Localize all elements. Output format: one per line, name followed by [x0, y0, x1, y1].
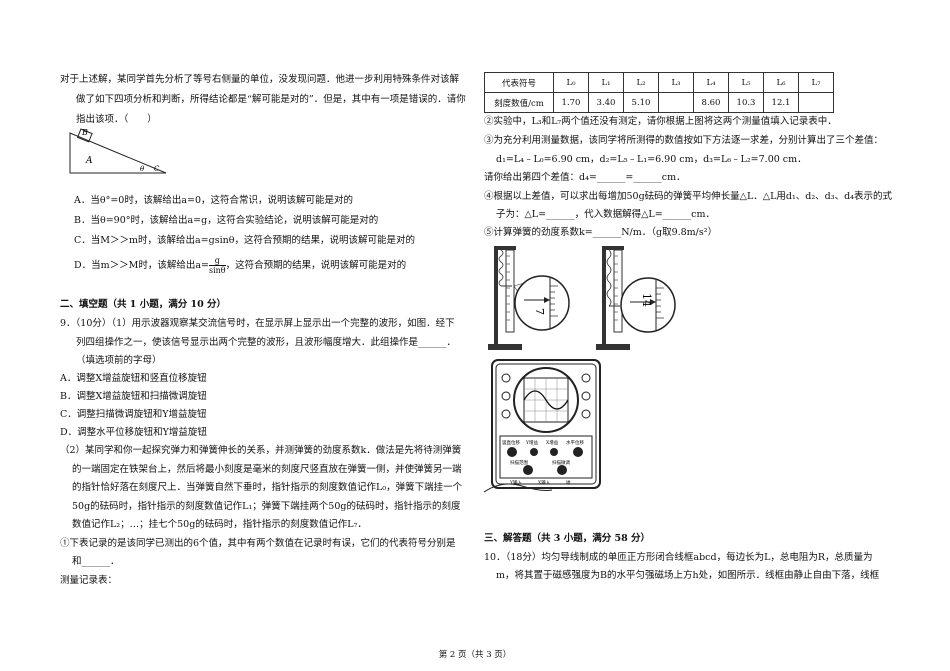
intro-line-3: 指出该项．（ ） [76, 114, 157, 125]
q10-line-1: 10．（18分）均匀导线制成的单匝正方形闭合线框abcd，每边长为L，总电阻为R… [484, 552, 873, 563]
q9-part2-line-7: 和______． [72, 556, 120, 567]
scale-reading-right: 14 [640, 293, 653, 307]
q9-part2-line-4: 50g的砝码时，指针指示的刻度数值记作L₁；弹簧下端挂两个50g的砝码时，指针指… [72, 501, 461, 512]
q9-line-3: （填选项前的字母） [76, 355, 162, 366]
q9-option-c: C．调整扫描微调旋钮和Y增益旋钮 [60, 409, 207, 420]
osc-label-vertical-position: 竖直位移 [502, 439, 520, 446]
q10-line-2: m，将其置于磁感强度为B的水平匀强磁场上方h处，如图所示．线框由静止自由下落，线… [496, 570, 880, 581]
q9-line-2: 列四组操作之一，使该信号显示出两个完整的波形，且波形幅度增大．此组操作是____… [76, 337, 457, 348]
table-cell: L₄ [693, 72, 729, 93]
q9-part2-line-5: 数值记作L₂；…；挂七个50g的砝码时，指针指示的刻度数值记作L₇． [72, 519, 367, 530]
right-line-3: d₁=L₄﹣L₀=6.90 cm，d₂=L₅﹣L₁=6.90 cm，d₃=L₆﹣… [496, 154, 807, 165]
table-cell: 1.70 [553, 92, 589, 113]
table-cell: L₆ [763, 72, 799, 93]
table-row-label: 刻度数值/cm [484, 92, 554, 113]
q9-part2-line-8: 测量记录表： [60, 575, 118, 586]
label-c: C [154, 165, 160, 173]
q9-part2-line-2: 的一端固定在铁架台上，然后将最小刻度是毫米的刻度尺竖直放在弹簧一侧，并使弹簧另一… [72, 464, 462, 475]
osc-label-sweep-range: 扫描范围 [510, 459, 528, 466]
right-line-6: 子为：△L=______，代入数据解得△L=______cm． [496, 209, 715, 220]
option-c: C．当M＞＞m时，该解给出a=gsinθ，这符合预期的结果，说明该解可能是对的 [74, 235, 415, 246]
table-row: 代表符号 L₀ L₁ L₂ L₃ L₄ L₅ L₆ L₇ [484, 72, 834, 93]
record-table: 代表符号 L₀ L₁ L₂ L₃ L₄ L₅ L₆ L₇ 刻度数值/cm 1.7… [484, 72, 834, 113]
incline-figure: B A θ C [69, 128, 167, 174]
table-header-label: 代表符号 [484, 72, 554, 93]
q9-part2-line-3: 的指针恰好落在刻度尺上．当弹簧自然下垂时，指针指示的刻度数值记作L₀，弹簧下端挂… [72, 482, 463, 493]
section-3-title: 三、解答题（共 3 小题，满分 58 分） [484, 533, 651, 544]
table-row: 刻度数值/cm 1.70 3.40 5.10 8.60 10.3 12.1 [484, 92, 834, 113]
right-line-4: 请你给出第四个差值：d₄=______=______cm． [484, 172, 686, 183]
table-cell: 5.10 [623, 92, 659, 113]
label-a: A [85, 156, 93, 166]
table-cell: 8.60 [693, 92, 729, 113]
q9-part2-line-6: ①下表记录的是该同学已测出的6个值，其中有两个数值在记录时有误，它们的代表符号分… [60, 538, 456, 549]
intro-line-2: 做了如下四项分析和判断，所得结论都是“解可能是对的”．但是，其中有一项是错误的．… [76, 94, 466, 105]
section-2-title: 二、填空题（共 1 小题，满分 10 分） [60, 299, 227, 310]
option-d-pre: D．当m＞＞M时，该解给出a= [74, 260, 209, 271]
osc-label-y-gain: Y增益 [525, 439, 538, 446]
page-footer: 第 2 页（共 3 页） [438, 650, 512, 660]
table-cell: L₂ [623, 72, 659, 93]
option-d-post: ，这符合预期的结果，说明该解可能是对的 [225, 260, 407, 271]
table-cell [658, 92, 694, 113]
intro-line-1: 对于上述解，某同学首先分析了等号右侧量的单位，没发现问题．他进一步利用特殊条件对… [60, 74, 460, 85]
table-cell: L₀ [553, 72, 589, 93]
oscilloscope-figure: 竖直位移 Y增益 X增益 水平位移 扫描范围 扫描微调 Y输入 X输入 地 [483, 359, 601, 493]
table-cell: 3.40 [588, 92, 624, 113]
option-b: B．当θ=90°时，该解给出a=g，这符合实验结论，说明该解可能是对的 [74, 215, 379, 226]
osc-label-x-input: X输入 [538, 479, 551, 486]
spring-scale-figures: 7 14 [488, 246, 676, 350]
table-cell: 12.1 [763, 92, 799, 113]
right-line-1: ②实验中，L₃和L₇两个值还没有测定，请你根据上图将这两个测量值填入记录表中． [484, 116, 837, 127]
osc-label-horizontal-position: 水平位移 [566, 439, 584, 446]
q9-option-a: A．调整X增益旋钮和竖直位移旋钮 [60, 373, 207, 384]
osc-label-x-gain: X增益 [546, 439, 559, 446]
table-cell: 10.3 [728, 92, 764, 113]
q9-line-1: 9．（10分）（1）用示波器观察某交流信号时，在显示屏上显示出一个完整的波形，如… [60, 318, 455, 329]
table-cell [798, 92, 834, 113]
osc-label-ground: 地 [566, 479, 571, 486]
right-line-5: ④根据以上差值，可以求出每增加50g砝码的弹簧平均伸长量△L．△L用d₁、d₂、… [484, 191, 892, 202]
q9-option-d: D．调整水平位移旋钮和Y增益旋钮 [60, 427, 207, 438]
right-line-7: ⑤计算弹簧的劲度系数k=______N/m．（g取9.8m/s²） [484, 227, 718, 238]
label-b: B [81, 128, 88, 137]
table-cell: L₁ [588, 72, 624, 93]
table-cell: L₅ [728, 72, 764, 93]
scale-reading-left: 7 [533, 308, 546, 315]
osc-label-sweep-fine: 扫描微调 [552, 459, 570, 466]
osc-label-y-input: Y输入 [509, 479, 522, 486]
table-cell: L₇ [798, 72, 834, 93]
option-a: A．当θ°=0时，该解给出a=0，这符合常识，说明该解可能是对的 [74, 195, 354, 206]
right-line-2: ③为充分利用测量数据，该同学将所测得的数值按如下方法逐一求差，分别计算出了三个差… [484, 135, 884, 146]
q9-part2-line-1: （2）某同学和你一起探究弹力和弹簧伸长的关系，并测弹簧的劲度系数k．做法是先将待… [60, 445, 462, 456]
q9-option-b: B．调整X增益旋钮和扫描微调旋钮 [60, 391, 207, 402]
table-cell: L₃ [658, 72, 694, 93]
label-theta: θ [140, 165, 145, 173]
